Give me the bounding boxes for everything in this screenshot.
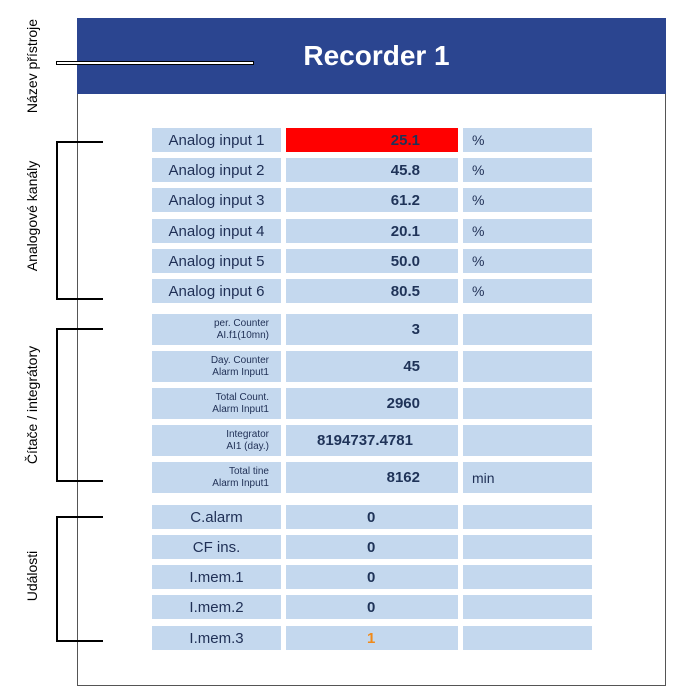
counter-label-5-line2: Alarm Input1	[212, 477, 269, 489]
event-unit-5	[463, 626, 592, 650]
analog-label-3: Analog input 3	[152, 188, 281, 212]
analog-unit-2: %	[463, 158, 592, 182]
analog-unit-5: %	[463, 249, 592, 273]
counter-label-4-line1: Integrator	[226, 428, 269, 440]
analog-value-2: 45.8	[286, 158, 458, 182]
analog-unit-6: %	[463, 279, 592, 303]
event-label-5: I.mem.3	[152, 626, 281, 650]
event-value-5: 1	[286, 626, 458, 650]
analog-label-6: Analog input 6	[152, 279, 281, 303]
analog-label-2: Analog input 2	[152, 158, 281, 182]
bracket-counters	[56, 328, 103, 482]
event-value-1: 0	[286, 505, 458, 529]
event-value-2: 0	[286, 535, 458, 559]
analog-label-5: Analog input 5	[152, 249, 281, 273]
side-label-device-name: Název přístroje	[24, 18, 40, 114]
analog-unit-1: %	[463, 128, 592, 152]
counter-label-2-line1: Day. Counter	[210, 354, 269, 366]
counter-label-4: Integrator AI1 (day.)	[152, 425, 281, 456]
counter-label-2: Day. Counter Alarm Input1	[152, 351, 281, 382]
counter-value-1: 3	[286, 314, 458, 345]
counter-unit-5: min	[463, 462, 592, 493]
event-unit-1	[463, 505, 592, 529]
analog-label-1: Analog input 1	[152, 128, 281, 152]
analog-value-5: 50.0	[286, 249, 458, 273]
device-name-pointer	[56, 61, 254, 65]
counter-label-5: Total tine Alarm Input1	[152, 462, 281, 493]
analog-label-4: Analog input 4	[152, 219, 281, 243]
counter-label-5-line1: Total tine	[228, 465, 269, 477]
counter-label-4-line2: AI1 (day.)	[226, 440, 269, 452]
event-unit-3	[463, 565, 592, 589]
analog-value-1: 25.1	[286, 128, 458, 152]
analog-value-6: 80.5	[286, 279, 458, 303]
side-label-analog: Analogové kanály	[24, 160, 40, 272]
recorder-title: Recorder 1	[303, 40, 450, 71]
event-unit-4	[463, 595, 592, 619]
side-label-events: Události	[24, 550, 40, 602]
analog-value-4: 20.1	[286, 219, 458, 243]
analog-value-3: 61.2	[286, 188, 458, 212]
event-unit-2	[463, 535, 592, 559]
event-value-4: 0	[286, 595, 458, 619]
counter-label-3-line2: Alarm Input1	[212, 403, 269, 415]
counter-value-2: 45	[286, 351, 458, 382]
counter-label-3: Total Count. Alarm Input1	[152, 388, 281, 419]
counter-value-4: 8194737.4781	[286, 425, 458, 456]
recorder-header: Recorder 1	[77, 18, 666, 94]
side-label-counters: Čítače / integrátory	[24, 345, 40, 465]
bracket-events	[56, 516, 103, 642]
counter-label-1-line2: AI.f1(10mn)	[216, 329, 269, 341]
counter-value-5: 8162	[286, 462, 458, 493]
counter-unit-1	[463, 314, 592, 345]
counter-unit-2	[463, 351, 592, 382]
analog-unit-3: %	[463, 188, 592, 212]
counter-label-1: per. Counter AI.f1(10mn)	[152, 314, 281, 345]
counter-label-2-line2: Alarm Input1	[212, 366, 269, 378]
counter-value-3: 2960	[286, 388, 458, 419]
bracket-analog	[56, 141, 103, 300]
event-label-3: I.mem.1	[152, 565, 281, 589]
analog-unit-4: %	[463, 219, 592, 243]
event-label-2: CF ins.	[152, 535, 281, 559]
counter-unit-3	[463, 388, 592, 419]
counter-label-1-line1: per. Counter	[213, 317, 269, 329]
event-label-4: I.mem.2	[152, 595, 281, 619]
event-value-3: 0	[286, 565, 458, 589]
counter-label-3-line1: Total Count.	[215, 391, 269, 403]
counter-unit-4	[463, 425, 592, 456]
event-label-1: C.alarm	[152, 505, 281, 529]
